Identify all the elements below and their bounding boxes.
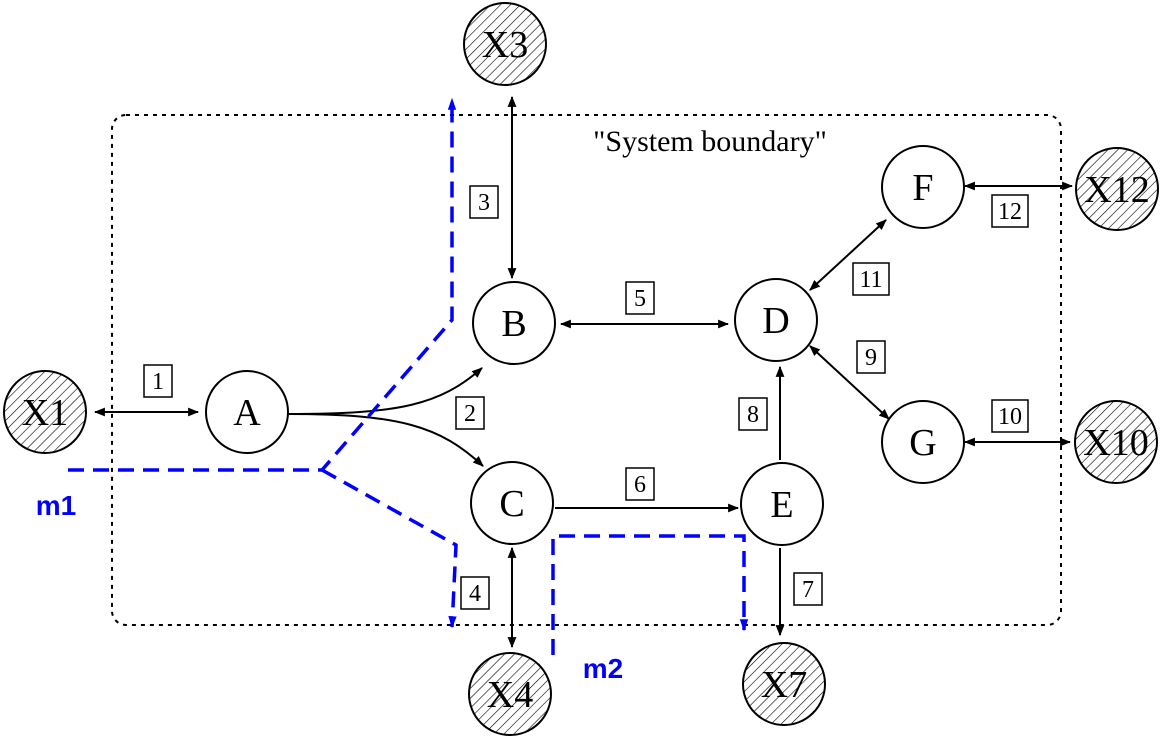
edge-d-f	[809, 219, 887, 291]
node-x3: X3	[463, 2, 547, 86]
edge-label-text: 3	[478, 190, 490, 216]
edge-label-text: 6	[634, 472, 646, 498]
edge-label-2: 2	[455, 396, 485, 430]
edge-label-box	[991, 194, 1029, 228]
node-e: E	[740, 462, 824, 546]
edge-label-5: 5	[625, 281, 655, 315]
edge-a-c	[287, 413, 484, 467]
node-label: X12	[1084, 169, 1149, 211]
external-node-circle	[1074, 400, 1158, 484]
edge-label-text: 4	[469, 581, 481, 607]
cut-marker-line	[551, 534, 749, 655]
edge-d-g	[809, 345, 890, 420]
edge-label-12: 12	[991, 194, 1029, 228]
system-boundary-label: "System boundary"	[593, 125, 827, 158]
node-label: X4	[487, 674, 533, 716]
edge-label-box	[625, 467, 655, 501]
node-label: X7	[761, 664, 807, 706]
node-x10: X10	[1074, 400, 1158, 484]
edge-label-box	[143, 364, 173, 398]
edge-label-text: 5	[634, 286, 646, 312]
node-circle	[470, 461, 554, 545]
cut-marker-label: m1	[36, 490, 76, 521]
edge-label-text: 1	[152, 369, 164, 395]
edge-label-9: 9	[856, 340, 886, 374]
node-x12: X12	[1075, 147, 1159, 231]
edge-label-text: 8	[747, 402, 759, 428]
cut-marker-m1: m1	[36, 97, 458, 629]
node-circle	[734, 278, 818, 362]
node-x7: X7	[742, 642, 826, 726]
edge-label-box	[856, 340, 886, 374]
external-node-circle	[742, 642, 826, 726]
edge-label-10: 10	[991, 399, 1029, 433]
node-a: A	[205, 370, 289, 454]
cut-marker-branch	[321, 468, 458, 629]
edge-label-text: 9	[865, 345, 877, 371]
node-circle	[740, 462, 824, 546]
cut-markers-layer: m1 m2	[36, 97, 749, 684]
cut-marker-line	[68, 97, 457, 472]
edge-label-3: 3	[469, 185, 499, 219]
node-x1: X1	[3, 370, 87, 454]
node-label: G	[909, 422, 936, 464]
node-b: B	[472, 281, 556, 365]
node-label: X3	[482, 24, 528, 66]
node-g: G	[881, 400, 965, 484]
edge-label-box	[455, 396, 485, 430]
system-boundary	[111, 114, 1062, 626]
edges-layer	[93, 95, 1074, 649]
external-node-circle	[1075, 147, 1159, 231]
edge-a-b	[287, 367, 483, 415]
external-node-circle	[468, 652, 552, 736]
external-node-circle	[463, 2, 547, 86]
edge-label-11: 11	[852, 262, 890, 296]
edge-label-text: 12	[998, 199, 1022, 225]
edge-label-7: 7	[793, 572, 823, 606]
edge-label-text: 2	[464, 401, 476, 427]
edge-label-box	[793, 572, 823, 606]
edge-label-8: 8	[738, 397, 768, 431]
external-node-circle	[3, 370, 87, 454]
node-circle	[881, 145, 965, 229]
edge-label-box	[852, 262, 890, 296]
edge-label-text: 7	[802, 577, 814, 603]
edge-label-box	[460, 576, 490, 610]
node-label: B	[501, 303, 526, 345]
edge-label-6: 6	[625, 467, 655, 501]
edge-label-1: 1	[143, 364, 173, 398]
edge-label-4: 4	[460, 576, 490, 610]
node-c: C	[470, 461, 554, 545]
node-label: F	[912, 167, 933, 209]
node-label: E	[770, 484, 793, 526]
node-circle	[472, 281, 556, 365]
node-d: D	[734, 278, 818, 362]
node-label: X1	[22, 392, 68, 434]
cut-marker-m2: m2	[551, 534, 749, 684]
node-x4: X4	[468, 652, 552, 736]
cut-marker-label: m2	[583, 653, 623, 684]
edge-label-box	[625, 281, 655, 315]
node-label: C	[499, 483, 524, 525]
node-circle	[881, 400, 965, 484]
edge-label-box	[738, 397, 768, 431]
node-circle	[205, 370, 289, 454]
node-label: A	[233, 392, 261, 434]
edge-label-box	[469, 185, 499, 219]
node-label: X10	[1083, 422, 1148, 464]
node-label: D	[762, 300, 789, 342]
edge-label-text: 11	[859, 267, 882, 293]
node-f: F	[881, 145, 965, 229]
edge-label-box	[991, 399, 1029, 433]
edge-label-text: 10	[998, 404, 1022, 430]
